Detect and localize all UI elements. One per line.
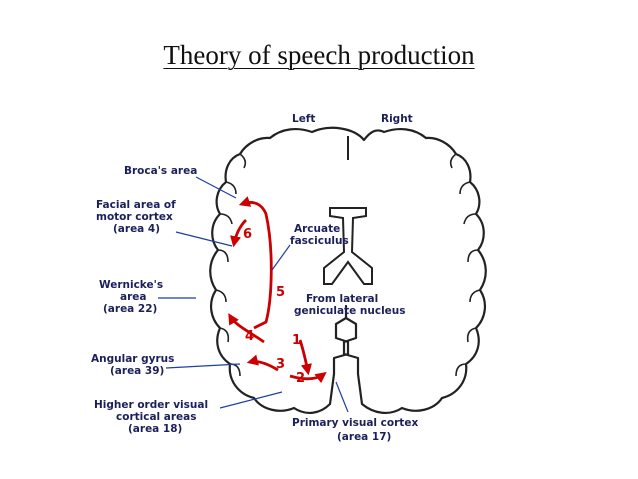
leader-lines	[158, 176, 349, 413]
step-3: 3	[276, 357, 285, 372]
label-angular-1: Angular gyrus	[91, 353, 174, 365]
label-left: Left	[292, 113, 315, 125]
label-higher-2: cortical areas	[116, 411, 197, 423]
label-facial-1: Facial area of	[96, 199, 176, 211]
arrow-5	[238, 196, 273, 330]
step-2: 2	[296, 371, 305, 386]
gyri-right	[449, 153, 481, 377]
step-5: 5	[276, 285, 285, 300]
label-wernicke-1: Wernicke's	[99, 279, 163, 291]
arrow-1	[298, 339, 312, 376]
label-wernicke-2: area	[120, 291, 146, 303]
pathway-arrows	[228, 196, 327, 384]
label-higher-1: Higher order visual	[94, 399, 208, 411]
label-wernicke-3: (area 22)	[103, 303, 157, 315]
label-higher-3: (area 18)	[128, 423, 182, 435]
label-primary-1: Primary visual cortex	[292, 417, 418, 429]
label-lgn-2: geniculate nucleus	[294, 305, 406, 317]
label-right: Right	[381, 113, 413, 125]
label-lgn-1: From lateral	[306, 293, 378, 305]
label-angular-2: (area 39)	[110, 365, 164, 377]
step-4: 4	[245, 329, 254, 344]
label-facial-3: (area 4)	[113, 223, 160, 235]
arrow-3	[246, 354, 279, 372]
step-1: 1	[292, 333, 301, 348]
arrow-4	[228, 313, 265, 344]
step-6: 6	[243, 227, 252, 242]
label-arcuate-2: fasciculus	[290, 235, 349, 247]
label-facial-2: motor cortex	[96, 211, 173, 223]
label-broca: Broca's area	[124, 165, 197, 177]
label-arcuate-1: Arcuate	[294, 223, 340, 235]
brain-outline	[209, 126, 487, 414]
label-primary-2: (area 17)	[337, 431, 391, 443]
arrow-2	[289, 371, 327, 384]
page-title: Theory of speech production	[163, 40, 475, 70]
lateral-ventricles	[323, 207, 373, 285]
gyri-left	[215, 153, 247, 377]
arrow-6	[230, 219, 248, 248]
